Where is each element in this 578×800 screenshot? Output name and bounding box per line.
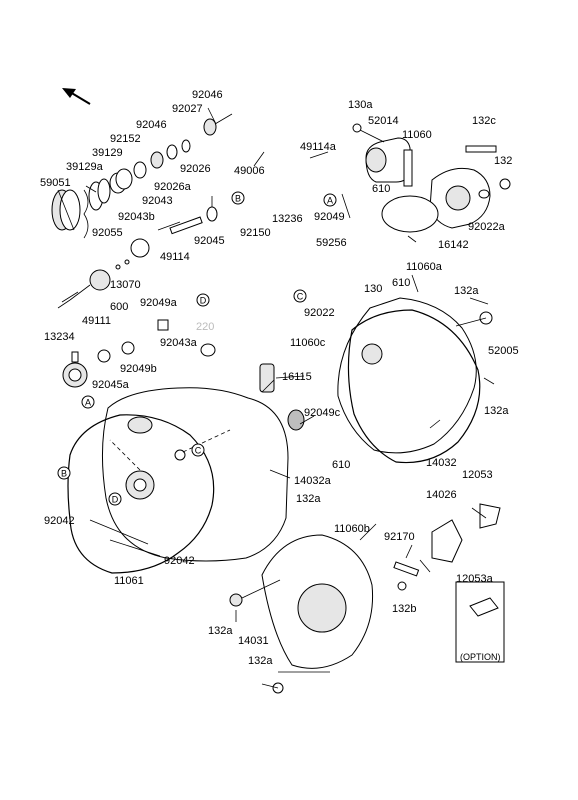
clutch-cover xyxy=(337,297,493,464)
label-14032: 14032 xyxy=(426,457,457,469)
label-49111: 49111 xyxy=(82,315,111,327)
label-92022a: 92022a xyxy=(468,221,506,233)
label-92043a: 92043a xyxy=(160,337,198,349)
label-59256: 59256 xyxy=(316,237,347,249)
label-92026a: 92026a xyxy=(154,181,192,193)
marker-b-1: B xyxy=(231,191,245,205)
label-132a-1: 132a xyxy=(454,285,479,297)
label-130: 130 xyxy=(364,283,382,295)
label-132: 132 xyxy=(494,155,512,167)
label-14032a: 14032a xyxy=(294,475,332,487)
label-92046: 92046 xyxy=(136,119,167,131)
leader-lines xyxy=(85,107,495,689)
marker-d-2: D xyxy=(108,492,122,506)
marker-a-2: A xyxy=(81,395,95,409)
reference-markers: A A B B C C D D xyxy=(57,191,337,506)
part-number-labels: 92046 92027 92046 92152 39129 39129a 590… xyxy=(40,89,519,667)
label-12053a: 12053a xyxy=(456,573,494,585)
magneto-cover xyxy=(229,534,374,694)
label-92049: 92049 xyxy=(314,211,345,223)
label-11060: 11060 xyxy=(402,129,432,141)
label-49114a: 49114a xyxy=(300,141,337,153)
label-92170: 92170 xyxy=(384,531,415,543)
label-92045a: 92045a xyxy=(92,379,130,391)
kick-shaft-assembly xyxy=(51,113,233,309)
marker-c-1: C xyxy=(293,289,307,303)
label-52005: 52005 xyxy=(488,345,519,357)
label-610-c: 610 xyxy=(332,459,350,471)
label-59051: 59051 xyxy=(40,177,71,189)
shift-bracket xyxy=(393,503,505,663)
svg-text:C: C xyxy=(195,446,202,456)
label-92049b: 92049b xyxy=(120,363,157,375)
label-11060c: 11060c xyxy=(290,337,326,349)
label-92043b: 92043b xyxy=(118,211,155,223)
label-92049c: 92049c xyxy=(304,407,341,419)
oil-pump-gear xyxy=(62,341,135,388)
label-11060b: 11060b xyxy=(334,523,370,535)
label-11061: 11061 xyxy=(114,575,144,587)
svg-text:A: A xyxy=(85,398,91,408)
svg-text:B: B xyxy=(235,194,241,204)
label-14026: 14026 xyxy=(426,489,457,501)
option-label: (OPTION) xyxy=(460,652,501,662)
label-92055: 92055 xyxy=(92,227,123,239)
svg-text:D: D xyxy=(200,296,207,306)
marker-a-1: A xyxy=(323,193,337,207)
label-92046-top: 92046 xyxy=(192,89,223,101)
label-14031: 14031 xyxy=(238,635,269,647)
label-49006: 49006 xyxy=(234,165,265,177)
label-92042-a: 92042 xyxy=(44,515,75,527)
label-132b: 132b xyxy=(392,603,416,615)
water-pump-assembly xyxy=(352,123,511,243)
label-13234: 13234 xyxy=(44,331,75,343)
label-13070: 13070 xyxy=(110,279,141,291)
label-220: 220 xyxy=(196,321,214,333)
label-92042-b: 92042 xyxy=(164,555,195,567)
front-arrow-icon xyxy=(62,88,91,105)
label-92022: 92022 xyxy=(304,307,335,319)
label-132a-2: 132a xyxy=(484,405,509,417)
label-92152: 92152 xyxy=(110,133,141,145)
svg-text:A: A xyxy=(327,196,333,206)
marker-c-2: C xyxy=(191,443,205,457)
label-130a: 130a xyxy=(348,99,373,111)
label-132a-4: 132a xyxy=(208,625,233,637)
label-39129a: 39129a xyxy=(66,161,104,173)
oil-filler-cap xyxy=(157,319,305,431)
label-92027: 92027 xyxy=(172,103,203,115)
label-13236: 13236 xyxy=(272,213,303,225)
label-39129: 39129 xyxy=(92,147,123,159)
svg-text:B: B xyxy=(61,469,67,479)
label-49114: 49114 xyxy=(160,251,190,263)
label-16142: 16142 xyxy=(438,239,469,251)
label-92150: 92150 xyxy=(240,227,271,239)
label-132a-5: 132a xyxy=(248,655,273,667)
label-610-a: 610 xyxy=(372,183,390,195)
label-12053: 12053 xyxy=(462,469,493,481)
svg-text:D: D xyxy=(112,495,119,505)
label-92045: 92045 xyxy=(194,235,225,247)
label-52014: 52014 xyxy=(368,115,399,127)
svg-text:C: C xyxy=(297,292,304,302)
label-92026: 92026 xyxy=(180,163,211,175)
label-132c: 132c xyxy=(472,115,496,127)
label-16115: 16115 xyxy=(282,371,312,383)
label-92043: 92043 xyxy=(142,195,173,207)
label-600: 600 xyxy=(110,301,128,313)
label-11060a: 11060a xyxy=(406,261,443,273)
label-92049a: 92049a xyxy=(140,297,178,309)
crankcase-cover xyxy=(67,387,289,574)
label-610-b: 610 xyxy=(392,277,410,289)
marker-b-2: B xyxy=(57,466,71,480)
label-132a-3: 132a xyxy=(296,493,321,505)
marker-d-1: D xyxy=(196,293,210,307)
